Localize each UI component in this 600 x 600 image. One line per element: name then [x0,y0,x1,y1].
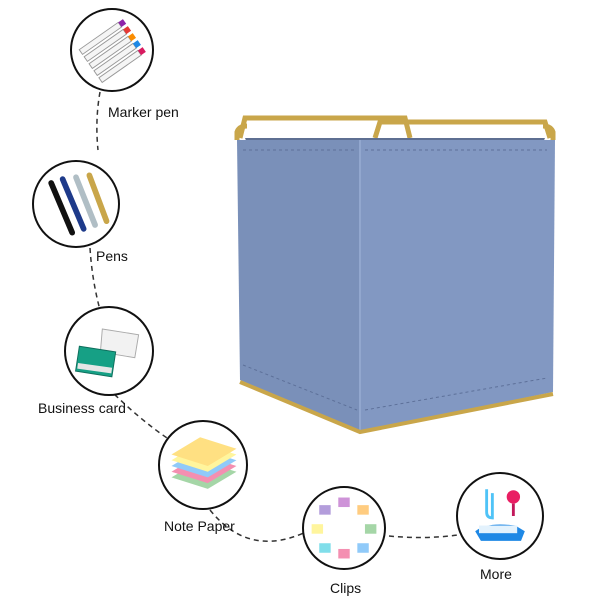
more-label: More [480,566,512,582]
marker-pen-label: Marker pen [108,104,179,120]
marker-pens-icon [78,19,146,84]
note-paper-icon [171,437,237,489]
business-card-label: Business card [38,400,126,416]
marker-pen-bubble [70,8,154,92]
note-paper-label: Note Paper [164,518,235,534]
note-paper-bubble [158,420,248,510]
stationery-more-icon [475,489,525,541]
business-card-icon [75,328,140,378]
pen-holder-image [225,110,565,440]
binder-clips-icon [311,497,377,559]
clips-bubble [302,486,386,570]
more-bubble [456,472,544,560]
pens-label: Pens [96,248,128,264]
pens-bubble [32,160,120,248]
pens-icon [48,172,110,236]
clips-label: Clips [330,580,362,596]
business-card-bubble [64,306,154,396]
